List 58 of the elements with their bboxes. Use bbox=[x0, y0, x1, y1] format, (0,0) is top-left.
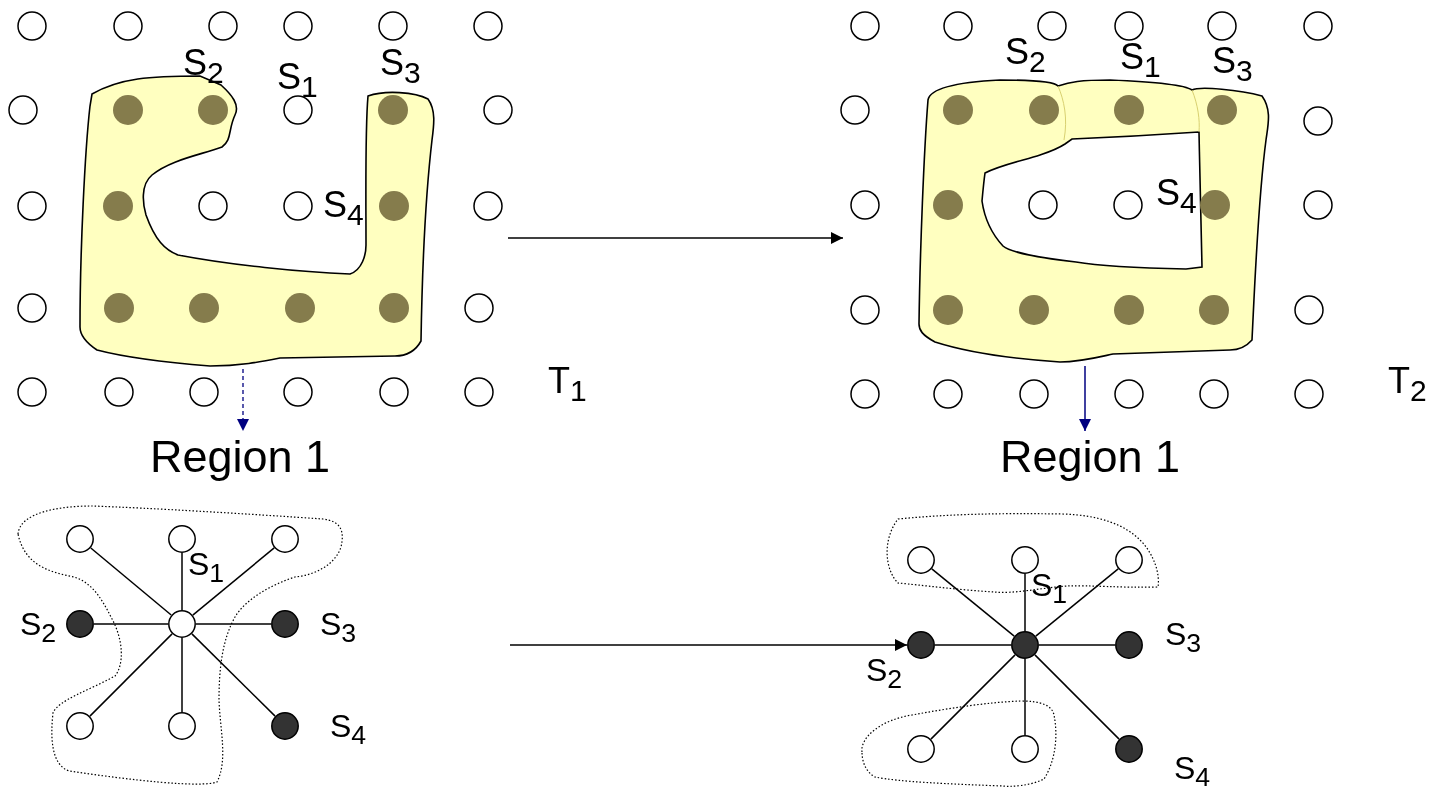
connector-line bbox=[931, 568, 1015, 637]
region-label: Region 1 bbox=[150, 431, 331, 483]
connector-line bbox=[90, 547, 172, 616]
open-circle bbox=[1011, 546, 1039, 574]
arrow bbox=[507, 232, 844, 244]
point-label: S$_{3}$ bbox=[320, 606, 357, 650]
filled-circle bbox=[1115, 631, 1143, 659]
point-label: S$_{1}$ bbox=[188, 546, 225, 590]
connector-line bbox=[1024, 573, 1026, 632]
point-label: S$_{2}$ bbox=[20, 606, 57, 650]
arrow bbox=[509, 639, 908, 651]
connector-line bbox=[930, 654, 1016, 740]
filled-circle bbox=[66, 610, 94, 638]
filled-circle bbox=[1115, 735, 1143, 763]
point-label: S$_{2}$ bbox=[1005, 31, 1046, 80]
connector-line bbox=[89, 633, 173, 717]
connector-line bbox=[93, 623, 169, 625]
filled-circle bbox=[271, 712, 299, 740]
connector-line bbox=[934, 644, 1012, 646]
point-label: S$_{1}$ bbox=[1031, 567, 1068, 611]
filled-circle bbox=[271, 610, 299, 638]
open-circle bbox=[907, 546, 935, 574]
filled-circle bbox=[1011, 631, 1039, 659]
point-label: S$_{4}$ bbox=[323, 184, 364, 233]
open-circle bbox=[1011, 735, 1039, 763]
arrow bbox=[237, 368, 249, 432]
connector-line bbox=[195, 623, 272, 625]
open-circle bbox=[1115, 546, 1143, 574]
point-label: S$_{3}$ bbox=[380, 42, 421, 91]
point-label: S$_{2}$ bbox=[183, 42, 224, 91]
connector-line bbox=[1024, 658, 1026, 736]
point-label: S$_{3}$ bbox=[1165, 616, 1202, 660]
connector-line bbox=[181, 637, 183, 713]
open-circle bbox=[168, 712, 196, 740]
open-circle bbox=[168, 610, 196, 638]
connector-line bbox=[192, 547, 275, 616]
connector-line bbox=[1035, 568, 1119, 637]
open-circle bbox=[168, 525, 196, 553]
open-circle bbox=[907, 735, 935, 763]
open-circle bbox=[271, 525, 299, 553]
connector-line bbox=[191, 633, 276, 717]
time-label: T$_{2}$ bbox=[1388, 360, 1427, 409]
point-label: S$_{4}$ bbox=[330, 708, 367, 752]
open-circle bbox=[66, 712, 94, 740]
point-label: S$_{4}$ bbox=[1174, 750, 1211, 794]
filled-circle bbox=[907, 631, 935, 659]
point-label: S$_{1}$ bbox=[277, 56, 318, 105]
point-label: S$_{2}$ bbox=[866, 652, 903, 696]
point-label: S$_{3}$ bbox=[1212, 40, 1253, 89]
time-label: T$_{1}$ bbox=[548, 360, 587, 409]
connector-line bbox=[1034, 654, 1120, 740]
connector-line bbox=[181, 552, 183, 611]
point-label: S$_{4}$ bbox=[1156, 172, 1197, 221]
arrow bbox=[1079, 365, 1091, 432]
point-label: S$_{1}$ bbox=[1120, 36, 1161, 85]
connector-line bbox=[1038, 644, 1116, 646]
region-label: Region 1 bbox=[1000, 431, 1181, 483]
open-circle bbox=[66, 525, 94, 553]
